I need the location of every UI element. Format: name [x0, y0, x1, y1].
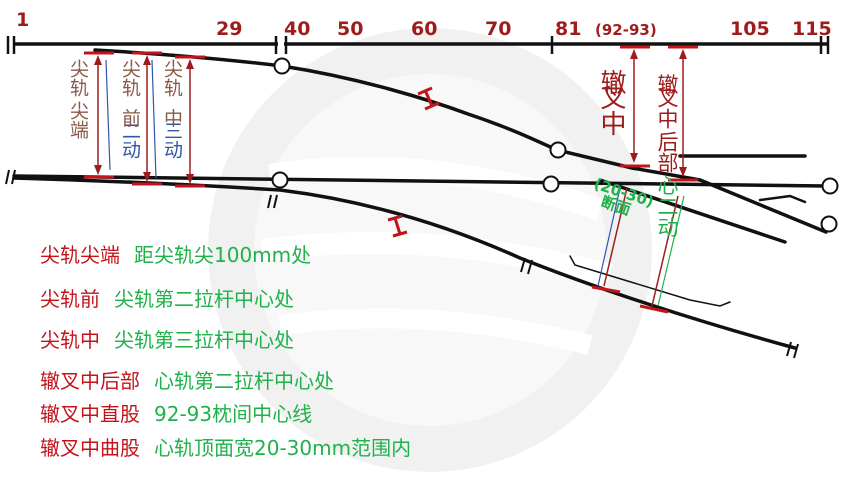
measure-frog-curved [591, 187, 685, 314]
joint-circle [542, 175, 560, 193]
legend-row-4: 辙叉中后部心轨第二拉杆中心处 [40, 369, 334, 393]
measure-frog-mid [620, 45, 650, 168]
label-tip: 尖轨 尖端 [67, 59, 89, 139]
watermark-logo [208, 28, 652, 472]
joint-circle [821, 177, 839, 195]
label-tip-a: 尖轨 [67, 59, 89, 97]
joint-circle [549, 141, 567, 159]
rail-joints [271, 57, 839, 233]
legend-row-3: 尖轨中尖轨第三拉杆中心处 [40, 328, 294, 352]
label-mid: 尖轨 中 三动 [161, 59, 183, 159]
label-front: 尖轨 前 二动 [119, 59, 141, 159]
sleeper-num-81: 81 [555, 18, 581, 40]
sleeper-scale [6, 36, 830, 54]
sleeper-num-1: 1 [16, 9, 29, 31]
label-front-b: 前 [119, 108, 141, 127]
sleeper-num-105: 105 [730, 18, 770, 40]
measure-front [132, 51, 162, 186]
legend: 尖轨尖端距尖轨尖100mm处 尖轨前尖轨第二拉杆中心处 尖轨中尖轨第三拉杆中心处… [40, 243, 411, 460]
sleeper-num-92-93: (92-93) [595, 21, 657, 39]
sleeper-num-29: 29 [216, 18, 242, 40]
label-mid-b: 中 [161, 108, 183, 127]
label-tip-b: 尖端 [67, 101, 89, 139]
frog-diagonal-rail [598, 178, 787, 244]
legend-row-6: 辙叉中曲股心轨顶面宽20-30mm范围内 [40, 436, 411, 460]
break-marks [5, 169, 799, 359]
label-frog-rear: 辙 叉中 后部 心二动 [655, 74, 679, 238]
measure-tip [84, 51, 114, 179]
legend-row-1: 尖轨尖端距尖轨尖100mm处 [40, 243, 311, 267]
straight-main-rail [12, 174, 828, 188]
wing-rail-flare [758, 194, 807, 204]
joint-circle [273, 57, 291, 75]
sleeper-num-60: 60 [411, 18, 437, 40]
label-frog-rear-a: 辙 [655, 74, 679, 95]
sleeper-num-50: 50 [337, 18, 363, 40]
legend-row-2: 尖轨前尖轨第二拉杆中心处 [40, 287, 294, 311]
label-frog-mid-a: 辙 [596, 69, 626, 95]
measure-mid [175, 55, 205, 188]
sleeper-num-115: 115 [792, 18, 832, 40]
sleeper-num-40: 40 [284, 18, 310, 40]
label-frog-rear-c: 后部 [655, 131, 679, 173]
label-mid-c: 三动 [161, 121, 183, 159]
label-frog-rear-b: 叉中 [655, 87, 679, 129]
gauge-marks [387, 86, 440, 238]
label-front-a: 尖轨 [119, 59, 141, 97]
label-frog-mid-b: 叉中 [596, 84, 626, 136]
label-mid-a: 尖轨 [161, 59, 183, 97]
joint-circle [820, 215, 838, 233]
joint-circle [271, 171, 289, 189]
sleeper-numbers: 1 29 40 50 60 70 81 (92-93) 105 115 [16, 9, 832, 40]
measure-frog-rear [668, 45, 698, 182]
guard-rail [569, 255, 731, 307]
label-frog-rear-d: 心二动 [655, 175, 679, 238]
sleeper-num-70: 70 [485, 18, 511, 40]
label-front-c: 二动 [119, 121, 141, 159]
label-frog-mid: 辙 叉中 [596, 69, 626, 136]
